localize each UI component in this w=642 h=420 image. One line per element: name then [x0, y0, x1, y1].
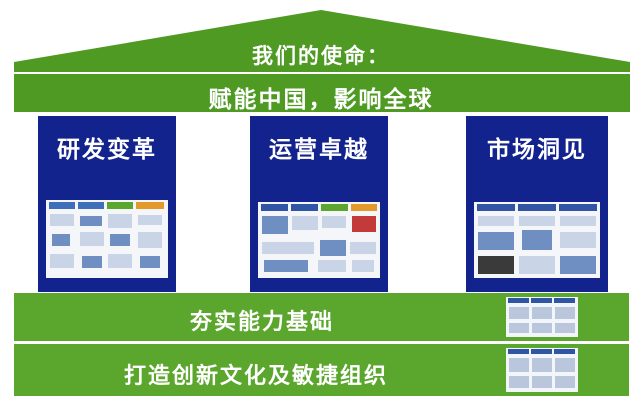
band-label: 夯实能力基础	[190, 310, 335, 335]
band-slide-thumbnail	[506, 297, 578, 337]
roof-shape	[14, 10, 630, 112]
pillar-label: 市场洞见	[487, 137, 587, 163]
pillar-market-insights: 市场洞见	[466, 116, 608, 292]
band-label: 打造创新文化及敏捷组织	[124, 364, 389, 389]
mission-title: 我们的使命：	[252, 44, 390, 68]
pillar-operational-excellence: 运营卓越	[250, 116, 388, 292]
pillar-label: 运营卓越	[269, 137, 369, 163]
pillar-slide-thumbnail	[258, 202, 380, 278]
mission-statement: 赋能中国，影响全球	[208, 87, 434, 113]
foundation-band-capabilities: 夯实能力基础	[14, 293, 629, 341]
pillar-rd-transformation: 研发变革	[38, 116, 176, 292]
pillar-label: 研发变革	[57, 137, 157, 163]
foundation-band-culture: 打造创新文化及敏捷组织	[14, 344, 629, 396]
pillar-slide-thumbnail	[46, 200, 168, 278]
pillar-slide-thumbnail	[474, 202, 600, 278]
band-slide-thumbnail	[506, 348, 578, 392]
